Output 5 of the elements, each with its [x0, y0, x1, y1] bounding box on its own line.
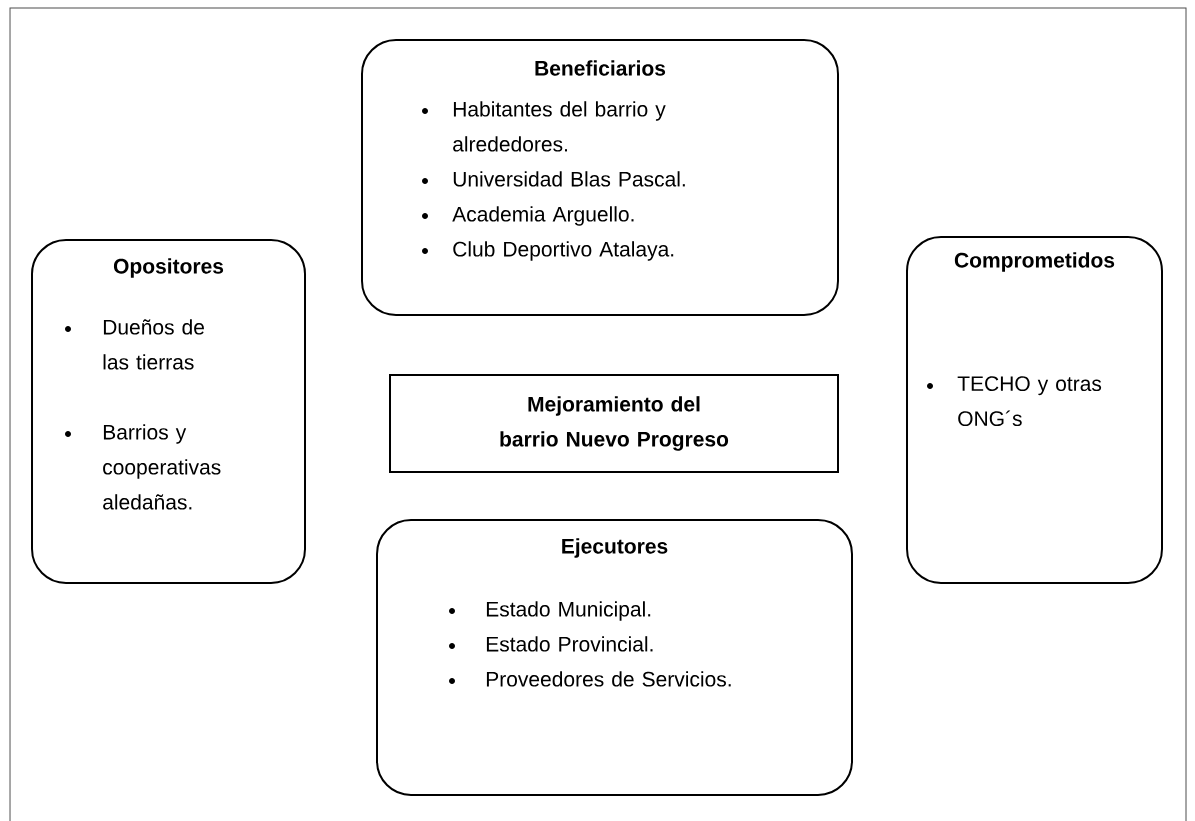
stakeholder-box: Comprometidos TECHO y otras ONG´s	[906, 236, 1163, 584]
stakeholder-box: Opositores Dueños de las tierras Barrios y cooperativas aledañas.	[31, 239, 306, 584]
stakeholder-box: Beneficiarios Habitantes del barrio y alrededores. Universidad Blas Pascal. Academia Arguello. Club Deportivo Atalaya.	[361, 39, 839, 316]
title-box: Mejoramiento del barrio Nuevo Progreso	[389, 374, 839, 473]
stakeholder-box: Ejecutores Estado Municipal. Estado Provincial. Proveedores de Servicios.	[376, 519, 853, 796]
